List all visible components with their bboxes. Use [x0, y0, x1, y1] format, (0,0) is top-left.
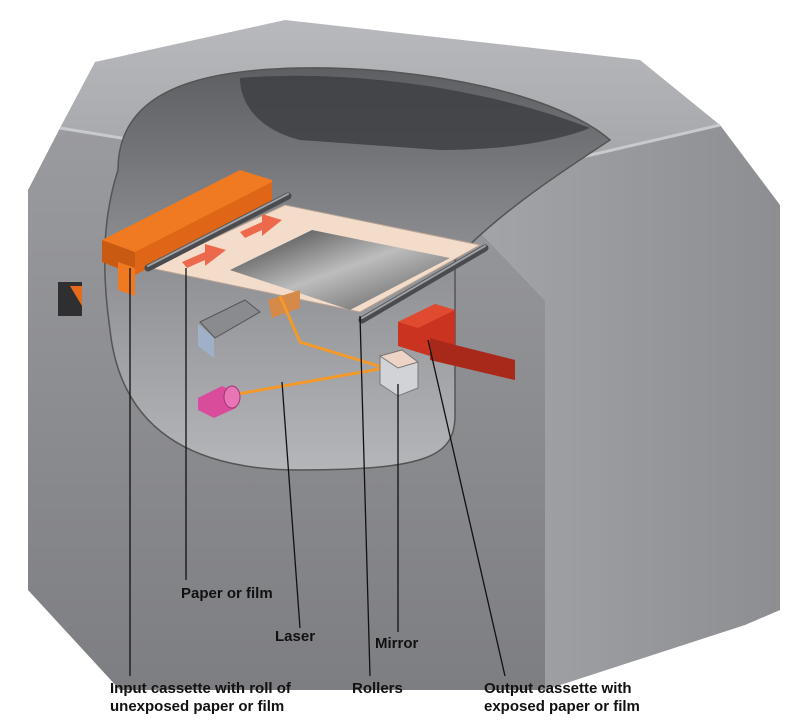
feed-arrow-2	[182, 244, 226, 268]
leader-output	[427, 339, 506, 677]
roller-left	[144, 192, 292, 272]
output-cassette	[398, 304, 515, 380]
cavity-rim	[240, 75, 590, 150]
roller-left-hi	[147, 193, 289, 267]
photo-image	[230, 230, 450, 310]
roller-right-hi	[361, 245, 486, 319]
label-rollers: Rollers	[352, 680, 403, 697]
paper-sheet	[148, 204, 482, 313]
feed-arrow-1	[240, 214, 282, 238]
housing-side	[440, 125, 780, 690]
rollers	[144, 192, 489, 324]
leader-lines	[129, 268, 506, 677]
laser-beam	[231, 295, 386, 397]
input-cassette	[102, 170, 272, 296]
lens-block	[199, 299, 261, 339]
roller-right	[358, 244, 489, 324]
mirror	[378, 349, 420, 397]
side-window-accent	[70, 286, 82, 306]
label-paper: Paper or film	[181, 585, 273, 602]
label-input-cassette: Input cassette with roll of unexposed pa…	[110, 680, 291, 715]
leader-rollers	[359, 315, 371, 677]
laser-head	[198, 385, 241, 418]
label-laser: Laser	[275, 628, 316, 645]
label-output-cassette: Output cassette with exposed paper or fi…	[484, 680, 640, 715]
label-mirror: Mirror	[375, 635, 419, 652]
leader-laser	[281, 381, 301, 629]
